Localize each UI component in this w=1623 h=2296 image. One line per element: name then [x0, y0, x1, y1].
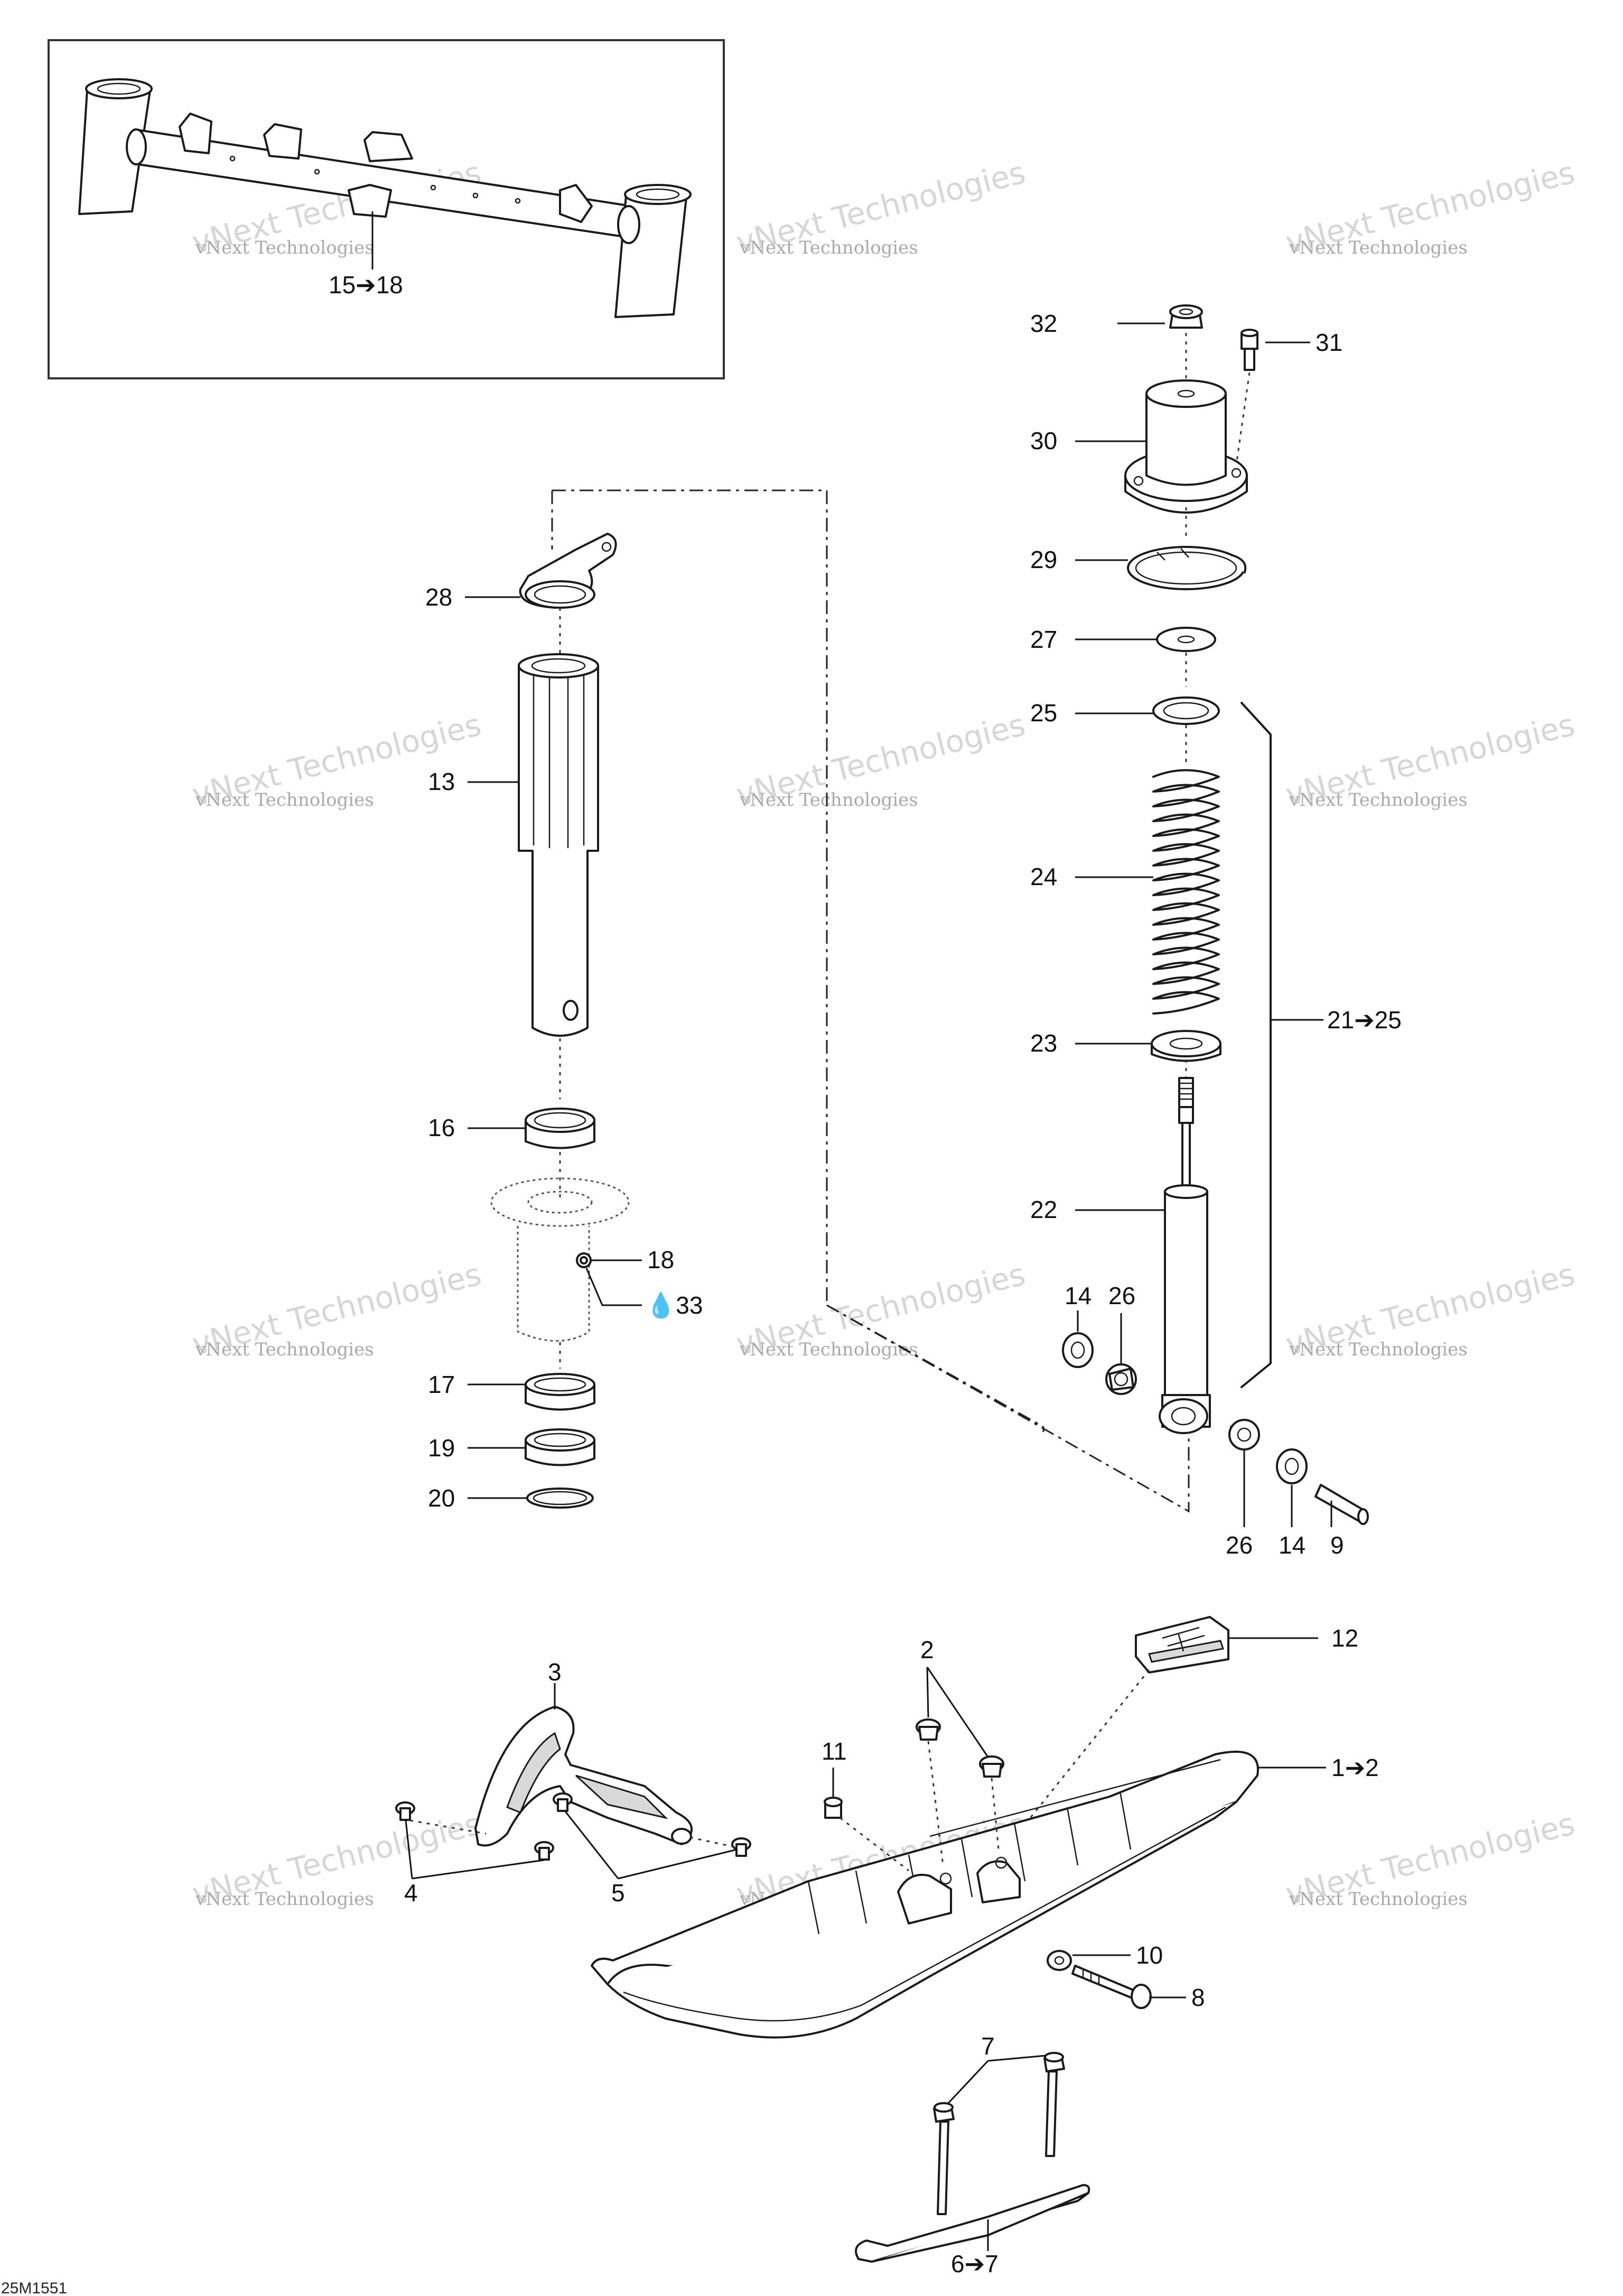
assembly-lines	[551, 489, 1190, 1513]
part-4-screws	[395, 1801, 554, 1861]
callout-13: 13	[428, 768, 455, 795]
part-22-shock-body	[1159, 1077, 1211, 1434]
watermark-text: vNext Technologies	[739, 1339, 918, 1360]
callout-12: 12	[1331, 1624, 1358, 1652]
part-16-bushing	[525, 1108, 595, 1149]
watermark-text: vNext Technologies	[195, 237, 374, 258]
part-3-ski-handle	[474, 1706, 693, 1847]
watermark-text: vNext Technologies	[739, 237, 918, 258]
callout-1-2: 1➔2	[1331, 1754, 1379, 1781]
part-31-screw	[1240, 329, 1258, 371]
part-9-pin	[1314, 1484, 1369, 1525]
callout-29: 29	[1030, 546, 1057, 573]
part-17-bushing	[525, 1373, 595, 1411]
callout-9: 9	[1330, 1531, 1344, 1559]
callout-30: 30	[1030, 427, 1057, 454]
callout-19: 19	[428, 1434, 455, 1462]
callout-2: 2	[920, 1636, 934, 1663]
part-13-splined-shaft	[518, 653, 599, 1037]
callout-4: 4	[404, 1879, 418, 1907]
callout-20: 20	[428, 1484, 455, 1512]
watermark-text: vNext Technologies	[1289, 1339, 1468, 1360]
leader-lines	[405, 322, 1332, 2251]
diagram-id: 25M1551	[1, 2280, 67, 2296]
callout-7: 7	[981, 2032, 995, 2060]
part-6-runner	[855, 2070, 1090, 2263]
part-7-nuts	[933, 2052, 1065, 2123]
part-24-coil-spring	[1152, 769, 1220, 1020]
callout-3: 3	[548, 1658, 562, 1686]
callout-31: 31	[1316, 329, 1342, 356]
callout-26-upper: 26	[1108, 1282, 1135, 1309]
part-14-washer-left	[1062, 1332, 1094, 1368]
callout-33: 💧33	[646, 1291, 703, 1319]
callout-22: 22	[1030, 1196, 1057, 1223]
part-14-washer-right	[1276, 1448, 1308, 1484]
callout-25: 25	[1030, 699, 1057, 727]
part-10-washer	[1047, 1950, 1072, 1971]
part-5-screws	[553, 1792, 751, 1857]
steering-column-group	[490, 533, 630, 1509]
inset-frame-assembly: 15➔18	[48, 39, 725, 379]
part-25-retainer	[1152, 696, 1220, 725]
part-19-ring	[525, 1428, 595, 1466]
callout-14-upper: 14	[1065, 1282, 1092, 1309]
steering-housing-ghost	[490, 1177, 630, 1342]
callout-26-lower: 26	[1226, 1531, 1253, 1559]
ski-assembly-group	[395, 1616, 1259, 2263]
callout-6-7: 6➔7	[951, 2250, 999, 2278]
callout-labels: 32 31 30 29 28 27 25 13 24 21➔25 23 16 2…	[404, 310, 1402, 2278]
watermark-text: vNext Technologies	[195, 1339, 374, 1360]
part-12-wear-pad	[1135, 1616, 1229, 1674]
part-2-bushings	[916, 1718, 1004, 1778]
callout-27: 27	[1030, 626, 1057, 653]
callout-15-18: 15➔18	[329, 271, 403, 299]
callout-28: 28	[425, 583, 452, 611]
part-32-nut	[1169, 304, 1203, 329]
watermark-text: vNext Technologies	[1289, 1889, 1468, 1910]
part-23-lower-seat	[1151, 1030, 1221, 1062]
watermark-text: vNext Technologies	[739, 789, 918, 811]
callout-21-25: 21➔25	[1327, 1006, 1402, 1034]
part-26-bushing-right	[1228, 1419, 1260, 1451]
watermark-text: vNext Technologies	[1289, 789, 1468, 811]
callout-11: 11	[822, 1737, 847, 1765]
watermark-text: vNext Technologies	[195, 1889, 374, 1910]
part-27-washer	[1156, 627, 1216, 652]
callout-5: 5	[611, 1879, 625, 1907]
watermark-text: vNext Technologies	[195, 789, 374, 811]
callout-14-lower: 14	[1279, 1531, 1305, 1559]
part-28-steering-arm	[519, 533, 617, 609]
callout-10: 10	[1136, 1941, 1163, 1969]
part-8-bolt	[1071, 1965, 1152, 2009]
part-26-bushing-left	[1105, 1363, 1137, 1395]
callout-18: 18	[647, 1246, 674, 1274]
part-11-nut	[824, 1797, 843, 1819]
callout-24: 24	[1030, 863, 1057, 890]
callout-16: 16	[428, 1114, 455, 1141]
shock-assembly-group	[1062, 304, 1369, 1525]
part-18-grease-fitting	[576, 1252, 592, 1268]
callout-23: 23	[1030, 1029, 1057, 1057]
watermark-text: vNext Technologies	[1289, 237, 1468, 258]
part-20-circlip	[526, 1488, 594, 1509]
part-1-ski	[591, 1751, 1259, 2039]
callout-8: 8	[1191, 1984, 1205, 2011]
callout-32: 32	[1030, 310, 1057, 337]
callout-17: 17	[428, 1371, 455, 1398]
part-30-top-cap	[1124, 379, 1248, 514]
part-29-clip	[1127, 546, 1247, 590]
